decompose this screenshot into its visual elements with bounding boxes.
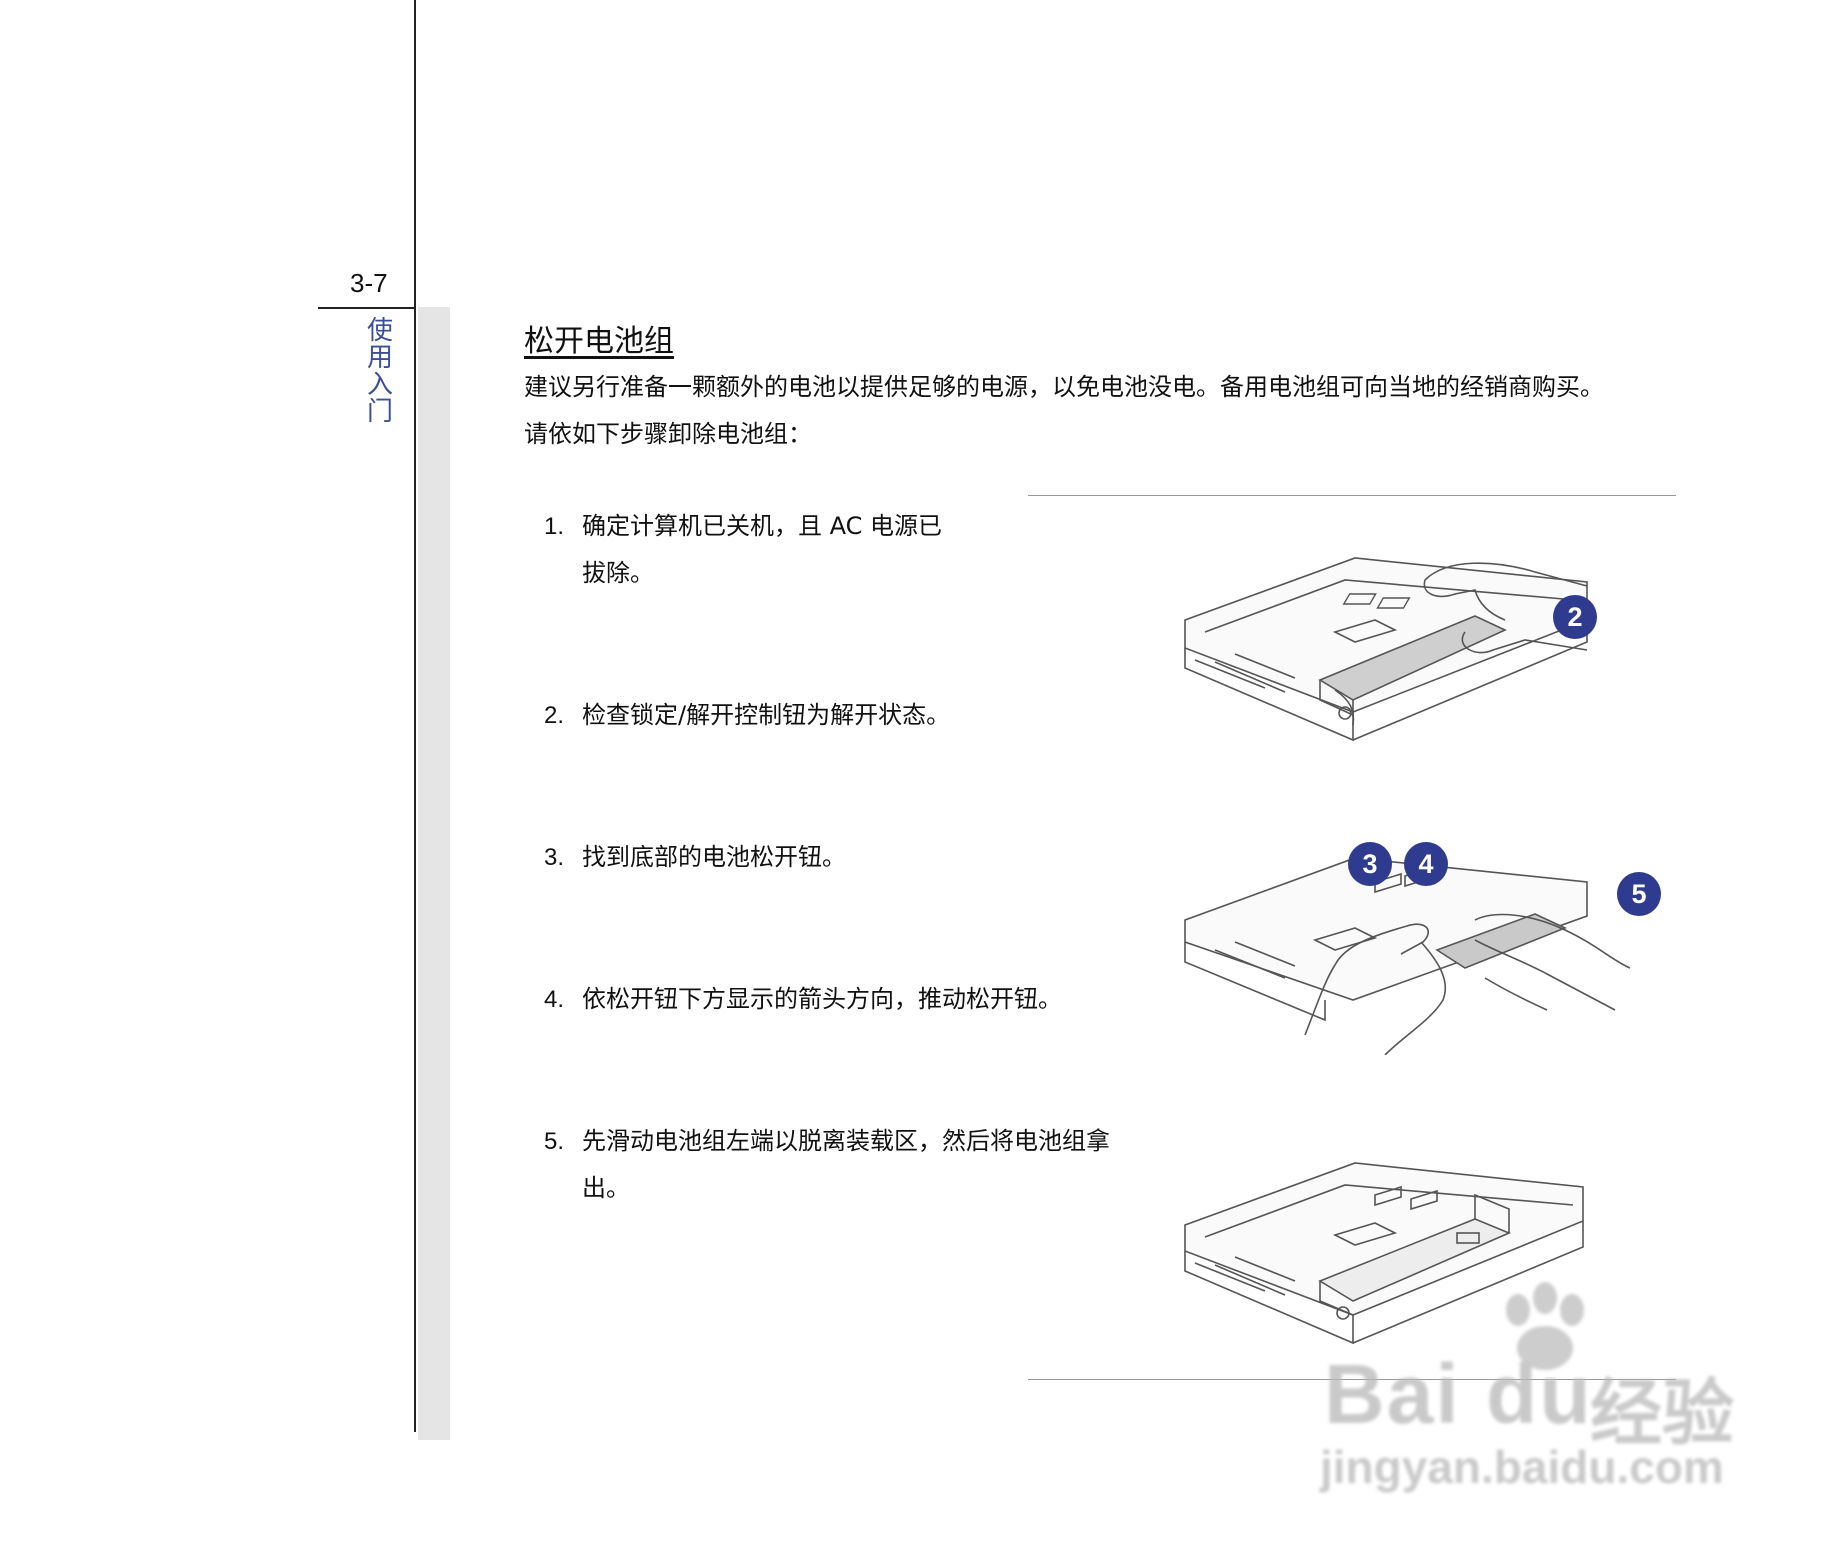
step-3-badge: 3 — [1348, 842, 1392, 886]
figure-top-rule — [1028, 495, 1676, 496]
paw-icon — [1506, 1282, 1584, 1370]
step-2-badge: 2 — [1553, 595, 1597, 639]
chapter-side-label: 使 用 入 门 — [366, 316, 393, 427]
baidu-jingyan-watermark: Bai du 经验 jingyan.baidu.com — [1320, 1280, 1760, 1500]
step-1: 1. 确定计算机已关机，且 AC 电源已 拔除。 — [544, 512, 943, 587]
svg-text:2: 2 — [1567, 602, 1582, 632]
margin-rule — [414, 0, 416, 1432]
step-3: 3. 找到底部的电池松开钮。 — [544, 843, 846, 871]
figure-bottom-rule — [1028, 1379, 1676, 1380]
laptop-battery-illustration-1 — [1184, 557, 1588, 742]
svg-text:4: 4 — [1418, 849, 1433, 879]
step-5-badge: 5 — [1617, 872, 1661, 916]
step-4-badge: 4 — [1404, 842, 1448, 886]
svg-text:3: 3 — [1362, 849, 1377, 879]
svg-text:5: 5 — [1631, 879, 1646, 909]
header-rule — [318, 307, 415, 309]
intro-paragraph: 建议另行准备一颗额外的电池以提供足够的电源，以免电池没电。备用电池组可向当地的经… — [524, 373, 1604, 448]
page-number: 3-7 — [350, 268, 388, 298]
step-4: 4. 依松开钮下方显示的箭头方向，推动松开钮。 — [544, 985, 1062, 1013]
step-5: 5. 先滑动电池组左端以脱离装载区，然后将电池组拿 出。 — [544, 1127, 1110, 1202]
section-title: 松开电池组 — [524, 324, 674, 359]
laptop-battery-illustration-3 — [1184, 1162, 1584, 1345]
sidebar-strip — [418, 307, 450, 1440]
step-2: 2. 检查锁定/解开控制钮为解开状态。 — [544, 701, 951, 729]
